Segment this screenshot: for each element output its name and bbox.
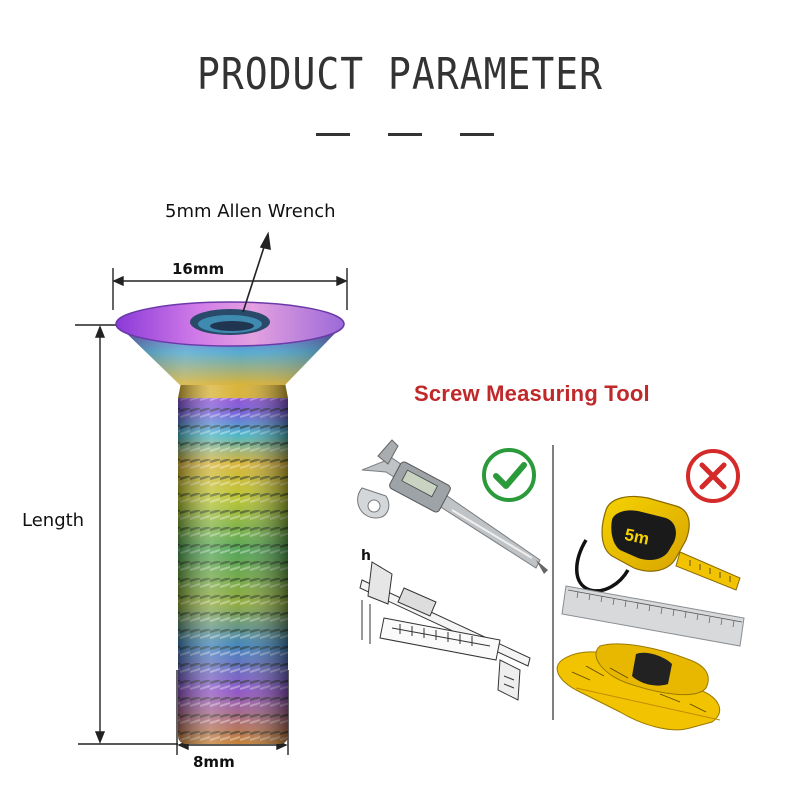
length-label: Length [22, 510, 85, 531]
divider-dash [316, 133, 350, 136]
divider-dash [388, 133, 422, 136]
cross-icon [686, 449, 740, 503]
title-divider [0, 133, 800, 137]
screw-image [115, 301, 345, 744]
tape-measure-image: 5m [575, 495, 741, 593]
wrench-pointer [242, 231, 271, 313]
head-width-dimension [112, 268, 348, 310]
caliper-diagram-image: h [359, 548, 531, 701]
incorrect-tools-panel: 5m [556, 449, 745, 731]
head-width-label: 16mm [172, 260, 225, 278]
wrench-label: 5mm Allen Wrench [165, 201, 336, 222]
tape-badge: 5m [623, 525, 651, 549]
thread-width-label: 8mm [193, 753, 235, 771]
soft-measuring-tape-image [556, 643, 721, 731]
digital-caliper-image [357, 439, 548, 574]
measuring-tool-title: Screw Measuring Tool [414, 381, 650, 406]
check-icon [482, 448, 536, 502]
correct-tools-panel: h [357, 439, 548, 701]
divider-dash [460, 133, 494, 136]
page-title: PRODUCT PARAMETER [197, 48, 603, 100]
length-dimension [75, 324, 178, 745]
caliper-diagram-letter: h [361, 548, 371, 564]
ruler-image [561, 585, 745, 647]
